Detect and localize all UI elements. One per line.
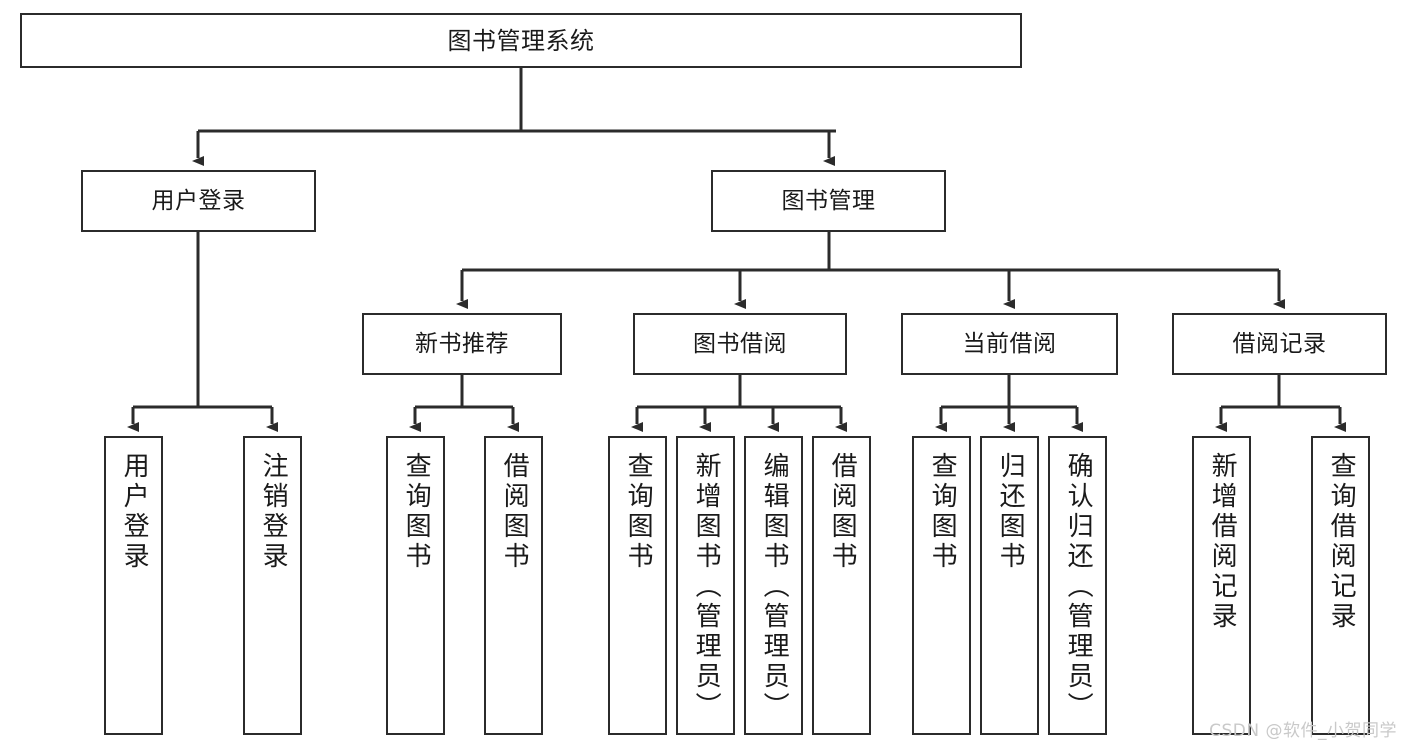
node-label: 图书管理系统 [447,26,595,55]
leaf-book-borrow-borrow-book[interactable]: 借阅图书 [812,436,871,735]
node-label: 借阅图书 [499,452,530,572]
csdn-watermark: CSDN @软件_小贺同学 [1209,721,1397,741]
leaf-book-borrow-edit-book-admin[interactable]: 编辑图书（管理员） [744,436,803,735]
leaf-current-borrow-query-book[interactable]: 查询图书 [912,436,971,735]
node-label: 新增借阅记录 [1207,452,1238,632]
node-label: 新增图书（管理员） [691,452,722,722]
leaf-book-borrow-add-book-admin[interactable]: 新增图书（管理员） [676,436,735,735]
node-current-borrow[interactable]: 当前借阅 [901,313,1118,375]
leaf-borrow-record-add-record[interactable]: 新增借阅记录 [1192,436,1251,735]
node-label: 确认归还（管理员） [1063,452,1094,722]
node-label: 用户登录 [119,452,150,572]
node-label: 编辑图书（管理员） [759,452,790,722]
leaf-book-borrow-query-book[interactable]: 查询图书 [608,436,667,735]
node-user-login[interactable]: 用户登录 [81,170,316,232]
node-book-management[interactable]: 图书管理 [711,170,946,232]
leaf-current-borrow-confirm-return-admin[interactable]: 确认归还（管理员） [1048,436,1107,735]
node-root-book-management-system[interactable]: 图书管理系统 [20,13,1022,68]
node-label: 图书借阅 [693,330,787,357]
node-label: 归还图书 [995,452,1026,572]
node-label: 当前借阅 [962,330,1057,357]
node-borrow-record[interactable]: 借阅记录 [1172,313,1387,375]
node-label: 查询图书 [927,452,958,572]
node-label: 新书推荐 [415,330,509,357]
leaf-new-book-query-book[interactable]: 查询图书 [386,436,445,735]
node-label: 查询图书 [401,452,432,572]
leaf-current-borrow-return-book[interactable]: 归还图书 [980,436,1039,735]
leaf-user-login-login[interactable]: 用户登录 [104,436,163,735]
node-book-borrow[interactable]: 图书借阅 [633,313,847,375]
node-label: 借阅记录 [1232,330,1327,357]
node-label: 用户登录 [151,187,246,214]
node-label: 注销登录 [258,452,289,572]
leaf-borrow-record-query-record[interactable]: 查询借阅记录 [1311,436,1370,735]
node-label: 查询借阅记录 [1326,452,1357,632]
node-label: 借阅图书 [827,452,858,572]
node-new-book-recommend[interactable]: 新书推荐 [362,313,562,375]
node-label: 图书管理 [781,187,876,214]
leaf-new-book-borrow-book[interactable]: 借阅图书 [484,436,543,735]
node-label: 查询图书 [623,452,654,572]
leaf-user-login-logout[interactable]: 注销登录 [243,436,302,735]
